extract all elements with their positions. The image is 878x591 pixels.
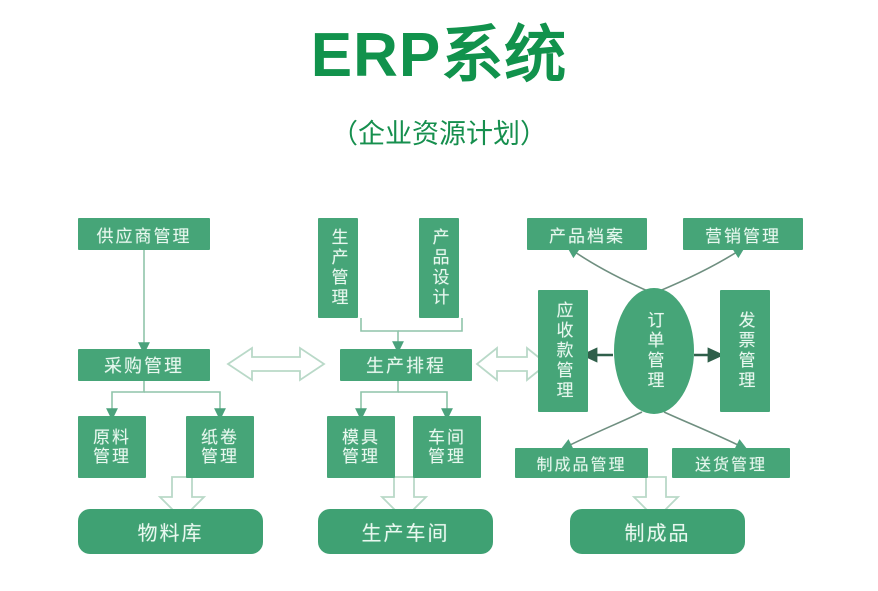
connector-order-to-finished-goods-mgmt [560,411,643,450]
connector-order-to-marketing [656,246,746,293]
node-mold-management[interactable]: 模具 管理 [327,416,395,478]
node-receivables-management[interactable]: 应收款管理 [538,290,588,412]
node-delivery-management[interactable]: 送货管理 [672,448,790,478]
node-workshop-management-line2: 管理 [428,447,466,466]
node-marketing-management[interactable]: 营销管理 [683,218,803,250]
connector-production-to-scheduling [360,318,463,354]
node-finished-goods-management[interactable]: 制成品管理 [515,448,648,478]
connector-order-to-product-archive [566,246,651,293]
node-mold-management-line1: 模具 [342,427,380,447]
node-paper-roll-management-line2: 管理 [201,447,239,466]
connector-order-to-delivery [663,411,748,450]
connector-purchasing-to-materials [106,381,226,421]
node-production-scheduling[interactable]: 生产排程 [340,349,472,381]
node-finished-goods[interactable]: 制成品 [570,509,745,554]
node-production-management[interactable]: 生产管理 [318,218,358,318]
connector-scheduling-receivables-双向 [475,346,549,382]
page-title: ERP系统 [310,21,568,90]
node-paper-roll-management-line1: 纸卷 [201,427,239,447]
node-product-archive[interactable]: 产品档案 [527,218,647,250]
page-subtitle: （企业资源计划） [331,119,547,149]
node-order-management[interactable]: 订单管理 [614,288,694,414]
node-invoice-management[interactable]: 发票管理 [720,290,770,412]
node-paper-roll-management[interactable]: 纸卷 管理 [186,416,254,478]
node-workshop-management-line1: 车间 [428,427,466,447]
node-material-warehouse[interactable]: 物料库 [78,509,263,554]
node-raw-material-management[interactable]: 原料 管理 [78,416,146,478]
node-product-design[interactable]: 产品设计 [419,218,459,318]
node-raw-material-management-line1: 原料 [93,427,131,447]
node-purchasing-management[interactable]: 采购管理 [78,349,210,381]
node-mold-management-line2: 管理 [342,447,380,466]
node-raw-material-management-line2: 管理 [93,447,131,466]
node-workshop-management[interactable]: 车间 管理 [413,416,481,478]
node-production-workshop[interactable]: 生产车间 [318,509,493,554]
connector-scheduling-to-shopfloor [355,381,453,421]
connector-purchasing-scheduling-双向 [226,346,326,382]
node-supplier-management[interactable]: 供应商管理 [78,218,210,250]
